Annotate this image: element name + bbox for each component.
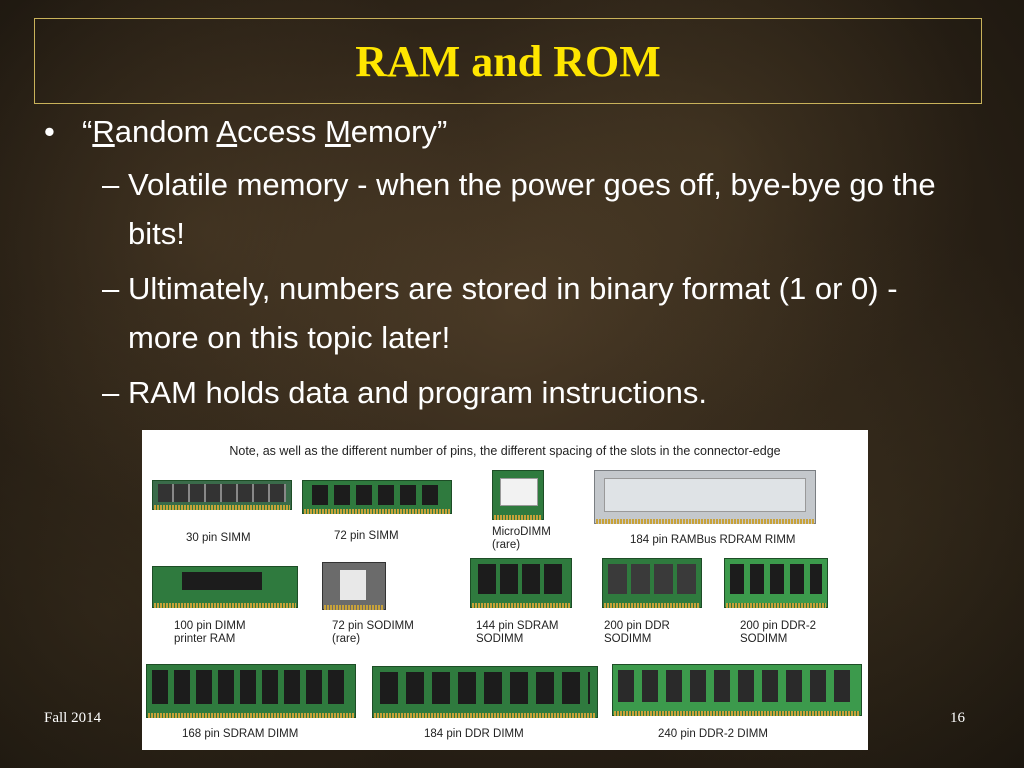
bullet-list: • “Random Access Memory” – Volatile memo… [44, 110, 984, 417]
module-rimm [594, 470, 816, 524]
module-168pin-sdram-dimm [146, 664, 356, 718]
letter-a: A [216, 114, 238, 149]
module-microdimm [492, 470, 544, 520]
sub-bullet-3: – RAM holds data and program instruction… [102, 368, 984, 417]
module-184pin-ddr-dimm [372, 666, 598, 718]
caption-simm30: 30 pin SIMM [186, 532, 251, 544]
module-144pin-sodimm [470, 558, 572, 608]
caption-microdimm: MicroDIMM [492, 526, 551, 538]
caption-ddr2-200-b: SODIMM [740, 633, 788, 645]
caption-ddr2-200: 200 pin DDR-2 [740, 620, 817, 632]
main-bullet: • “Random Access Memory” [44, 110, 984, 154]
module-200pin-ddr2-sodimm [724, 558, 828, 608]
caption-dimm100: 100 pin DIMM [174, 620, 246, 632]
dash: – [102, 271, 120, 306]
module-200pin-ddr-sodimm [602, 558, 702, 608]
caption-sodimm72-rare: (rare) [332, 633, 361, 645]
slide-title: RAM and ROM [355, 36, 661, 86]
caption-sodimm144: 144 pin SDRAM [476, 620, 559, 632]
caption-dimm240: 240 pin DDR-2 DIMM [658, 728, 768, 740]
caption-ddr200: 200 pin DDR [604, 620, 670, 632]
dash: – [102, 167, 120, 202]
close-quote: ” [436, 114, 448, 149]
letter-m: M [324, 114, 351, 149]
sub-bullet-text: RAM holds data and program instructions. [128, 375, 707, 410]
caption-simm72: 72 pin SIMM [334, 530, 399, 542]
word-andom: andom [114, 114, 217, 149]
caption-sodimm72: 72 pin SODIMM [332, 620, 414, 632]
letter-r: R [92, 114, 115, 149]
sub-bullet-text: Volatile memory - when the power goes of… [128, 167, 936, 251]
page-number: 16 [950, 710, 965, 726]
figure-note: Note, as well as the different number of… [229, 444, 781, 458]
module-72pin-sodimm [322, 562, 386, 610]
word-emory: emory [350, 114, 437, 149]
open-quote: “ [82, 114, 93, 149]
sub-bullet-1: – Volatile memory - when the power goes … [102, 160, 984, 258]
caption-dimm184: 184 pin DDR DIMM [424, 728, 524, 740]
caption-rimm: 184 pin RAMBus RDRAM RIMM [630, 534, 796, 546]
caption-dimm168: 168 pin SDRAM DIMM [182, 728, 299, 740]
title-frame: RAM and ROM [34, 18, 982, 104]
bullet-dot: • [44, 114, 55, 149]
caption-dimm100-b: printer RAM [174, 633, 236, 645]
module-30pin-simm [152, 480, 292, 510]
footer-date: Fall 2014 [44, 710, 102, 726]
main-bullet-text: “Random Access Memory” [82, 110, 447, 154]
sub-bullet-text: Ultimately, numbers are stored in binary… [128, 271, 898, 355]
caption-sodimm144-b: SODIMM [476, 633, 524, 645]
word-ccess: ccess [237, 114, 325, 149]
module-100pin-dimm [152, 566, 298, 608]
sub-bullet-2: – Ultimately, numbers are stored in bina… [102, 264, 984, 362]
caption-ddr200-b: SODIMM [604, 633, 652, 645]
module-72pin-simm [302, 480, 452, 514]
caption-microdimm-rare: (rare) [492, 539, 521, 551]
dash: – [102, 375, 120, 410]
module-240pin-ddr2-dimm [612, 664, 862, 716]
memory-modules-image: Note, as well as the different number of… [142, 430, 868, 750]
